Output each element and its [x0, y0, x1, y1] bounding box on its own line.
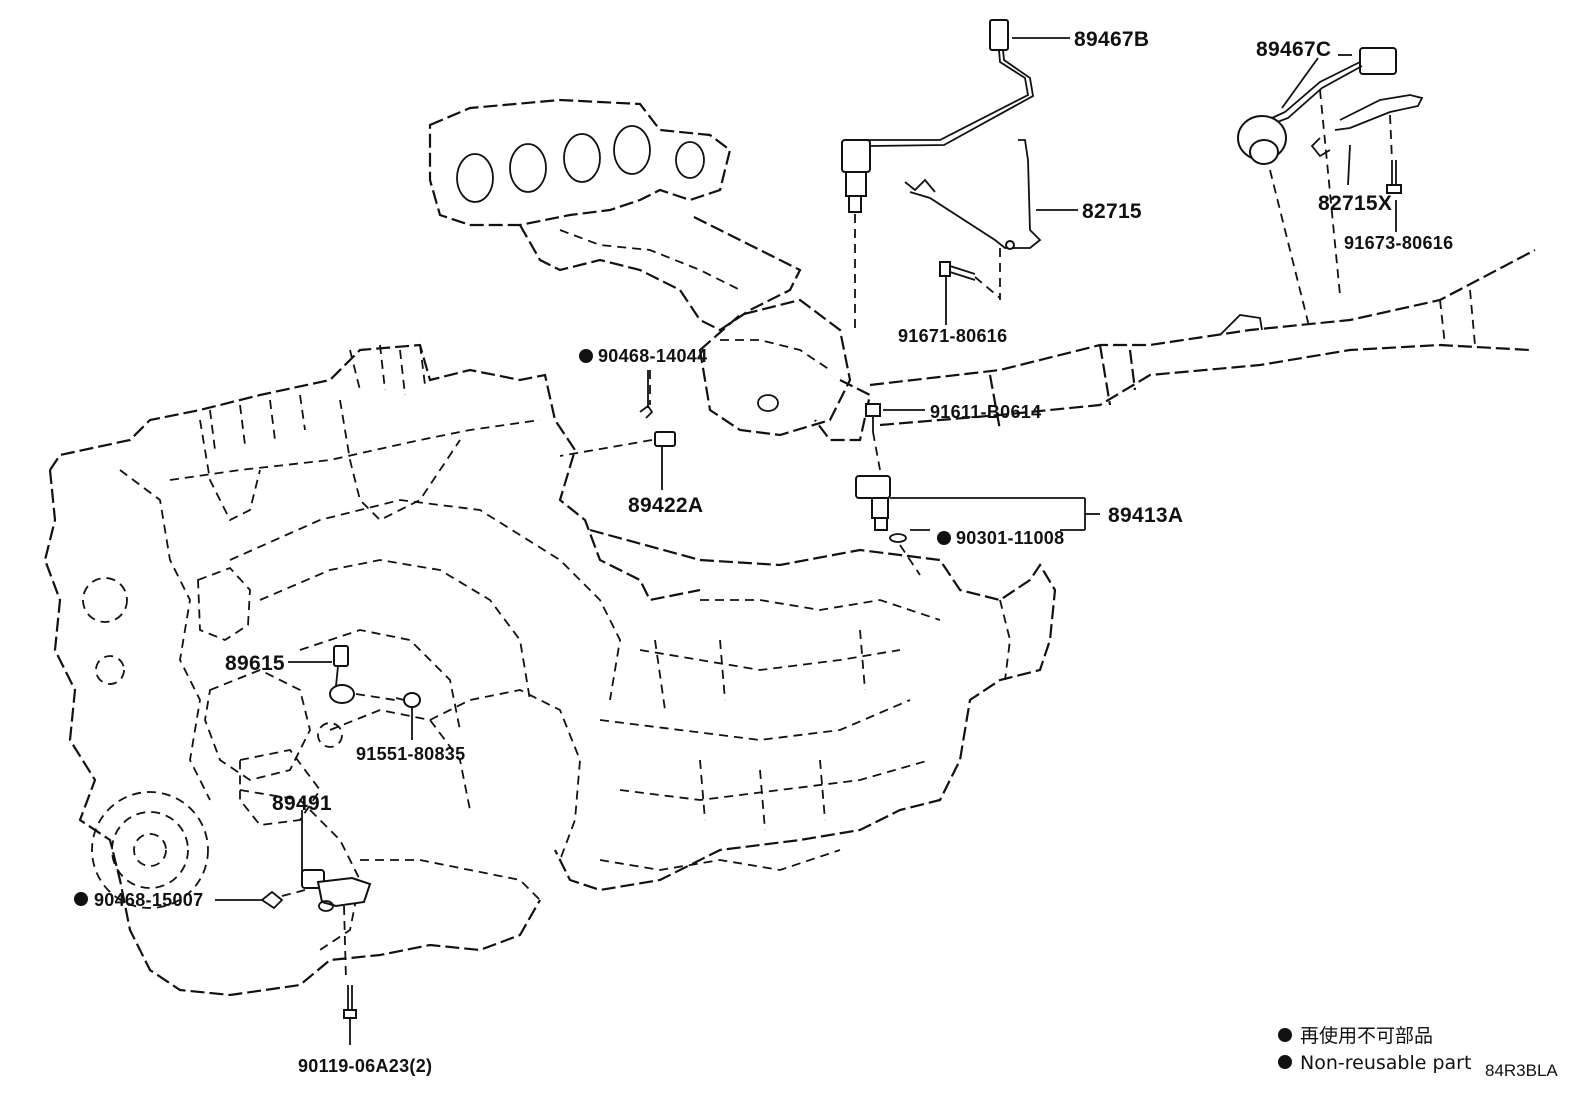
exhaust-pipe-drawing — [698, 249, 1536, 442]
label-89413a: 89413A — [1108, 504, 1183, 527]
label-91551-80835: 91551-80835 — [356, 744, 465, 764]
exhaust-manifold-drawing — [428, 98, 802, 332]
non-reusable-marker — [937, 531, 951, 545]
bracket-82715x — [1310, 94, 1424, 161]
label-89422a: 89422A — [628, 494, 703, 517]
legend: 再使用不可部品 Non-reusable part — [1278, 1025, 1471, 1074]
label-91611-b0614: 91611-B0614 — [930, 402, 1041, 422]
engine-block-drawing — [43, 343, 701, 997]
label-89491: 89491 — [272, 792, 332, 815]
leader-lines — [215, 37, 1397, 1045]
label-90468-14044: 90468-14044 — [598, 346, 707, 366]
label-90301-11008: 90301-11008 — [956, 528, 1064, 548]
bolt-91671 — [939, 261, 1001, 299]
bolt-90119 — [343, 985, 357, 1019]
label-91671-80616: 91671-80616 — [898, 326, 1007, 346]
speed-sensor-89413a — [855, 475, 921, 576]
bolt-91673 — [1386, 160, 1402, 194]
non-reusable-marker — [74, 892, 88, 906]
label-91673-80616: 91673-80616 — [1344, 233, 1453, 253]
legend-marker — [1278, 1028, 1292, 1042]
legend-japanese-text: 再使用不可部品 — [1300, 1025, 1433, 1047]
label-90119-06a23: 90119-06A23(2) — [298, 1056, 432, 1076]
label-82715x: 82715X — [1318, 192, 1392, 215]
label-89467c: 89467C — [1256, 38, 1331, 61]
diagram-code: 84R3BLA — [1485, 1061, 1558, 1080]
sensor-89422a — [559, 370, 676, 457]
legend-english-text: Non-reusable part — [1300, 1052, 1471, 1074]
clip-90468-15007 — [260, 889, 306, 910]
label-90468-15007: 90468-15007 — [94, 890, 203, 910]
sensor-89615 — [329, 645, 396, 704]
legend-marker — [1278, 1055, 1292, 1069]
non-reusable-marker — [579, 349, 593, 363]
label-82715: 82715 — [1082, 200, 1142, 223]
label-89467b: 89467B — [1074, 28, 1149, 51]
oxygen-sensor-89467b — [841, 19, 1034, 330]
bolt-91551 — [395, 692, 421, 708]
transmission-drawing — [554, 528, 1057, 892]
bracket-82715 — [904, 139, 1042, 300]
sensor-89491 — [301, 869, 372, 981]
bolt-91611 — [865, 403, 881, 471]
label-89615: 89615 — [225, 652, 285, 675]
oxygen-sensor-89467c — [1237, 47, 1397, 331]
